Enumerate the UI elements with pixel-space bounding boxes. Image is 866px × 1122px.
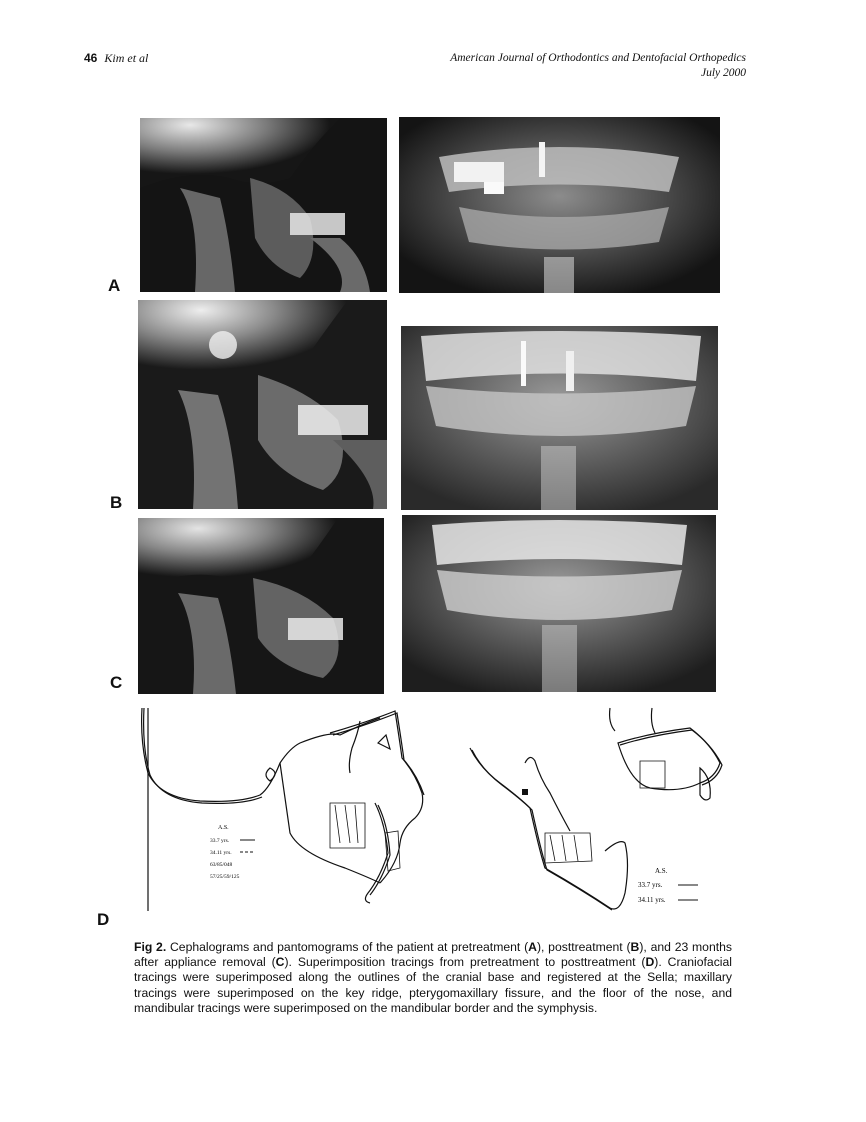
author-running-title: Kim et al	[104, 51, 149, 65]
cephalogram-a	[140, 118, 387, 292]
panel-label-b: B	[110, 493, 123, 512]
right-legend-title: A.S.	[655, 867, 668, 875]
left-legend-id-1: 63/85/048	[210, 862, 233, 868]
page-number: 46	[84, 51, 98, 65]
cephalogram-b	[138, 300, 387, 509]
right-legend-age-1: 33.7 yrs.	[638, 881, 663, 889]
cephalogram-c	[138, 518, 384, 694]
pantomogram-c	[402, 515, 716, 692]
left-legend-age-1: 33.7 yrs.	[210, 838, 230, 844]
left-legend-title: A.S.	[218, 825, 229, 831]
superimposition-tracings: A.S. 33.7 yrs. 34.11 yrs. 63/85/048 57/2…	[141, 707, 723, 911]
figure-number: Fig 2.	[134, 940, 167, 954]
right-legend-age-2: 34.11 yrs.	[638, 896, 666, 904]
issue-date: July 2000	[700, 67, 746, 79]
pantomogram-a	[399, 117, 720, 293]
running-header-right: American Journal of Orthodontics and Den…	[450, 51, 746, 81]
figure-caption: Fig 2. Cephalograms and pantomograms of …	[134, 940, 732, 1015]
panel-label-d: D	[97, 910, 110, 929]
panel-label-a: A	[108, 276, 121, 295]
left-legend-id-2: 57/25/59/125	[210, 874, 240, 880]
running-header-left: 46 Kim et al	[84, 51, 148, 66]
left-legend-age-2: 34.11 yrs.	[210, 850, 232, 856]
journal-name: American Journal of Orthodontics and Den…	[450, 52, 746, 64]
panel-label-c: C	[110, 673, 123, 692]
pantomogram-b	[401, 326, 718, 510]
